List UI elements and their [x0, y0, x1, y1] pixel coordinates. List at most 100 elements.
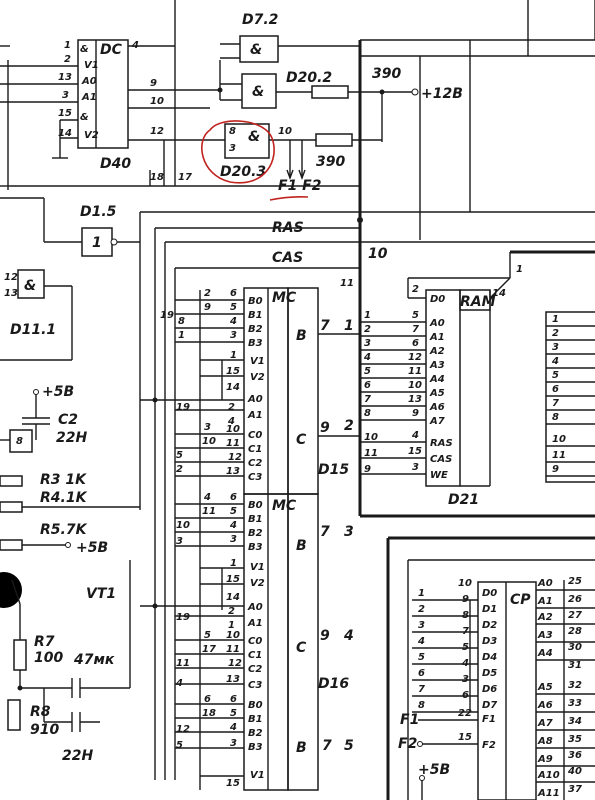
- svg-text:4: 4: [229, 316, 237, 327]
- svg-text:7: 7: [418, 684, 425, 695]
- r5-label: R5.7K: [40, 522, 88, 538]
- svg-text:CAS: CAS: [430, 454, 452, 465]
- svg-text:6: 6: [462, 690, 469, 701]
- svg-text:4: 4: [175, 678, 183, 689]
- svg-text:5: 5: [176, 450, 183, 461]
- svg-text:WE: WE: [430, 470, 448, 481]
- dc-label: DC: [100, 42, 123, 58]
- d202-label: D20.2: [286, 70, 332, 86]
- svg-text:B3: B3: [248, 742, 263, 753]
- dc-out-pin-2: 9: [150, 78, 157, 89]
- svg-text:7: 7: [552, 398, 559, 409]
- svg-text:A2: A2: [537, 612, 553, 623]
- gate-d20-2: & D20.2: [217, 60, 332, 109]
- svg-text:3: 3: [412, 462, 419, 473]
- svg-text:5: 5: [176, 740, 183, 751]
- svg-text:9: 9: [364, 464, 371, 475]
- dc-in-pin-4: 3: [62, 90, 69, 101]
- cp-label: CP: [510, 592, 531, 608]
- svg-text:8: 8: [552, 412, 559, 423]
- chip-input-wires: 2 6 9 5 8 4 1 3 1 15 14 19 2 4 3 10 10 1…: [140, 288, 244, 790]
- mc2-label: MC: [272, 498, 297, 514]
- svg-text:A11: A11: [537, 788, 560, 799]
- svg-text:B0: B0: [248, 296, 263, 307]
- svg-text:1: 1: [364, 310, 371, 321]
- svg-text:B0: B0: [248, 700, 263, 711]
- svg-text:3: 3: [344, 524, 354, 540]
- svg-text:6: 6: [412, 338, 419, 349]
- svg-text:F1: F1: [482, 714, 496, 725]
- svg-text:35: 35: [568, 734, 582, 745]
- svg-text:C2: C2: [248, 458, 262, 469]
- svg-text:3: 3: [230, 534, 237, 545]
- svg-text:3: 3: [176, 536, 183, 547]
- svg-text:14: 14: [226, 382, 240, 393]
- ram-d21: RAM D0 A0 A1 A2 A3 A4 A5 A6 A7 RAS CAS W…: [360, 250, 595, 508]
- svg-text:4: 4: [461, 658, 469, 669]
- svg-text:5: 5: [552, 370, 559, 381]
- svg-text:12: 12: [4, 272, 18, 283]
- svg-text:&: &: [248, 129, 260, 145]
- svg-text:13: 13: [408, 394, 422, 405]
- svg-text:5: 5: [462, 642, 469, 653]
- svg-text:D7: D7: [482, 700, 497, 711]
- red-underline: [269, 196, 309, 201]
- svg-text:&: &: [250, 42, 262, 58]
- svg-text:9: 9: [462, 594, 469, 605]
- ram-label: RAM: [460, 294, 496, 310]
- svg-text:D0: D0: [430, 294, 445, 305]
- svg-text:A1: A1: [247, 410, 263, 421]
- svg-text:4: 4: [551, 356, 559, 367]
- svg-text:2: 2: [204, 288, 211, 299]
- svg-text:13: 13: [226, 674, 240, 685]
- svg-text:6: 6: [364, 380, 371, 391]
- gate-d11-1: & 12 13 D11.1: [0, 269, 73, 361]
- svg-text:4: 4: [343, 628, 354, 644]
- svg-text:1: 1: [92, 235, 102, 251]
- svg-text:11: 11: [408, 366, 422, 377]
- svg-text:6: 6: [230, 694, 237, 705]
- left-signal-wires: 18 17: [0, 40, 471, 212]
- gate-d1-5: 1 D1.5: [0, 197, 141, 510]
- plus12v-label: +12B: [421, 86, 463, 102]
- svg-text:3: 3: [462, 674, 469, 685]
- pin-10-label: 10: [278, 126, 292, 137]
- svg-text:B: B: [296, 328, 307, 344]
- svg-text:10: 10: [408, 380, 422, 391]
- svg-text:8: 8: [229, 126, 236, 137]
- svg-text:10: 10: [202, 436, 216, 447]
- svg-text:A8: A8: [537, 736, 553, 747]
- svg-text:10: 10: [458, 578, 472, 589]
- svg-text:26: 26: [568, 594, 582, 605]
- r7-label: R7: [34, 634, 55, 650]
- r7-value: 100: [34, 650, 63, 666]
- right-chip-partial: 1 2 3 4 5 6 7 8 10 11 9: [360, 311, 595, 518]
- svg-text:B3: B3: [248, 542, 263, 553]
- svg-text:40: 40: [567, 766, 582, 777]
- d40-label: D40: [100, 156, 131, 172]
- svg-text:5: 5: [230, 708, 237, 719]
- chip-d16: MC B C B D16 B0 B1 B2 B3 V1 V2 A0 A1 C0 …: [243, 493, 354, 791]
- svg-text:A1: A1: [537, 596, 553, 607]
- svg-text:5: 5: [418, 652, 425, 663]
- svg-text:3: 3: [229, 143, 236, 154]
- svg-text:C: C: [296, 640, 307, 656]
- svg-text:4: 4: [411, 430, 419, 441]
- svg-text:36: 36: [568, 750, 582, 761]
- svg-text:C1: C1: [248, 650, 262, 661]
- svg-text:&: &: [252, 84, 264, 100]
- svg-text:A7: A7: [429, 416, 445, 427]
- svg-text:17: 17: [178, 172, 192, 183]
- svg-text:30: 30: [568, 642, 582, 653]
- dc-in-pin-3: 13: [58, 72, 72, 83]
- svg-text:B2: B2: [248, 728, 263, 739]
- svg-text:4: 4: [363, 352, 371, 363]
- svg-text:3: 3: [230, 738, 237, 749]
- r3-label: R3 1K: [40, 472, 87, 488]
- c2-label: C2: [58, 412, 78, 428]
- svg-text:2: 2: [364, 324, 371, 335]
- c2-value: 22H: [56, 430, 87, 446]
- svg-text:31: 31: [568, 660, 582, 671]
- svg-text:D4: D4: [482, 652, 497, 663]
